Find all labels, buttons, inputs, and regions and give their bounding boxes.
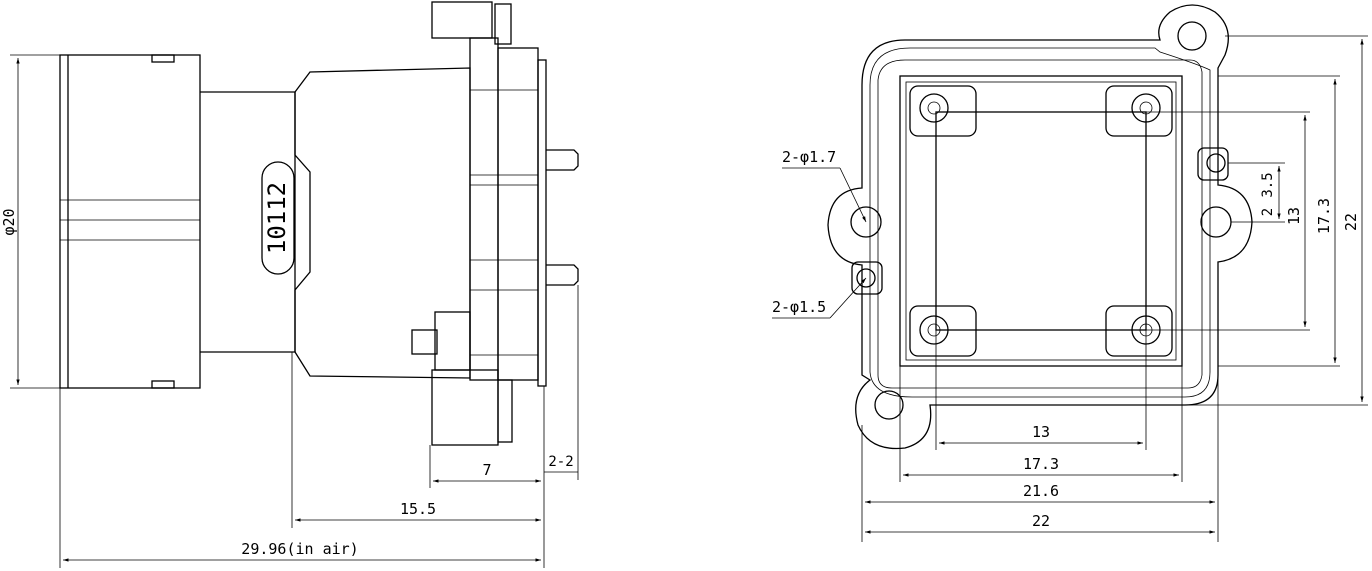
dim-v-2-label: 2 [1260,208,1276,216]
mount-outline [827,4,1253,450]
hole-left [850,206,882,238]
dim-h-13-label: 13 [1032,423,1050,441]
mounting-holes-large [850,21,1232,420]
dimension-total-length: 29.96(in air) [62,540,541,562]
dim-h-21-6-label: 21.6 [1023,482,1059,500]
dim-v-17-3-label: 17.3 [1315,198,1333,234]
dim-h-22-label: 22 [1032,512,1050,530]
mount-flange [411,1,547,446]
large-hole-label: 2-φ1.7 [782,148,836,166]
dim-v-3-5-label: 3.5 [1260,172,1276,197]
pin-length-label: 2-2 [548,454,573,470]
dimension-h-21-6: 21.6 [865,482,1215,504]
dimension-pin-length: 2-2 [544,454,578,473]
part-number-label: 10112 [263,182,291,254]
alignment-pins [546,149,579,286]
part-number-badge [261,161,295,275]
dimension-flange: 7 [433,461,541,483]
dimension-h-22: 22 [865,512,1215,534]
diameter-label: φ20 [0,208,18,235]
small-hole-left [856,268,876,288]
dimension-v-3-5: 3.5 [1260,166,1281,219]
dim-h-17-3-label: 17.3 [1023,455,1059,473]
flange-label: 7 [482,461,491,479]
sensor-window [935,111,1147,331]
side-view: 10112 [0,1,579,568]
dimension-h-17-3: 17.3 [903,455,1179,477]
dimension-v-22: 22 [1342,39,1364,402]
hole-bottom-left [874,390,904,420]
corner-screw-pads [909,85,1173,357]
small-hole-label: 2-φ1.5 [772,298,826,316]
front-view: 2-φ1.7 2-φ1.5 13 17.3 21.6 22 [772,4,1368,542]
hole-right [1200,206,1232,238]
total-length-label: 29.96(in air) [241,540,358,558]
mounting-holes-small [851,147,1229,295]
small-hole-right [1206,153,1226,173]
dim-v-13-label: 13 [1285,207,1303,225]
hole-callout-large: 2-φ1.7 [782,148,867,223]
dim-v-22-label: 22 [1342,213,1360,231]
dimension-v-13: 13 [1285,115,1307,327]
barrel-neck [200,91,296,353]
housing-body: 10112 [261,67,471,379]
hole-callout-small: 2-φ1.5 [772,277,867,319]
back-focal-label: 15.5 [400,500,436,518]
hole-top-right [1177,21,1207,51]
dimension-diameter: φ20 [0,54,60,389]
dimension-v-2: 2 [1260,208,1276,216]
dimension-back-focal: 15.5 [295,500,541,522]
dimension-v-17-3: 17.3 [1315,79,1337,363]
lens-barrel [59,54,201,389]
dimension-h-13: 13 [939,423,1143,445]
sensor-frame [899,75,1183,367]
